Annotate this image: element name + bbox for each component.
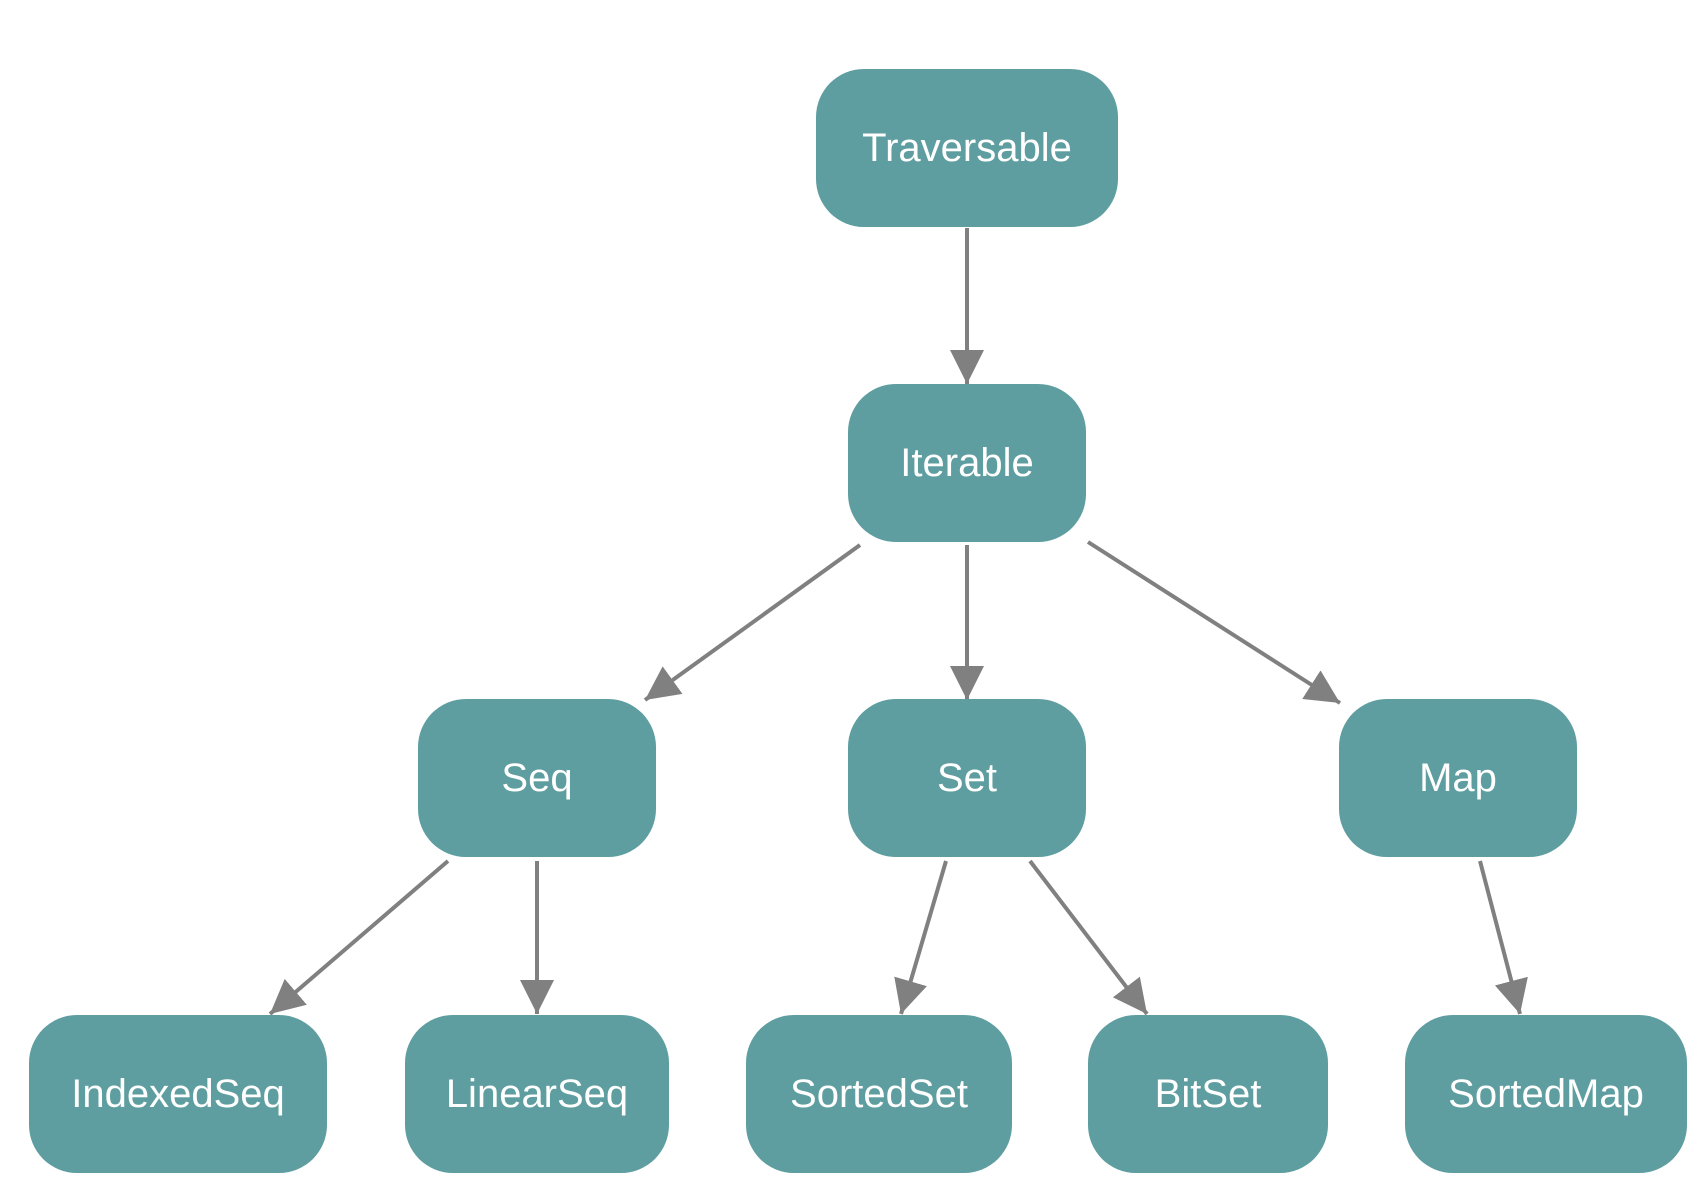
edges-layer (268, 228, 1528, 1016)
node-traversable: Traversable (816, 69, 1118, 227)
node-sortedmap: SortedMap (1405, 1015, 1687, 1173)
node-label: Iterable (900, 441, 1033, 485)
edge-line (894, 860, 948, 1015)
node-box (1339, 699, 1577, 857)
node-box (816, 69, 1118, 227)
node-label: Traversable (862, 126, 1072, 170)
edge-line (643, 543, 862, 702)
edge-line (1086, 540, 1342, 705)
node-label: SortedSet (790, 1072, 968, 1116)
node-linearseq: LinearSeq (405, 1015, 669, 1173)
node-label: Set (937, 756, 997, 800)
edge-map-to-sortedmap (1478, 860, 1528, 1015)
node-box (29, 1015, 327, 1173)
node-sortedset: SortedSet (746, 1015, 1012, 1173)
node-label: LinearSeq (446, 1072, 628, 1116)
node-label: SortedMap (1448, 1072, 1644, 1116)
edge-set-to-bitset (1028, 859, 1149, 1016)
edge-iterable-to-map (1086, 540, 1342, 705)
node-bitset: BitSet (1088, 1015, 1328, 1173)
node-set: Set (848, 699, 1086, 857)
node-box (1088, 1015, 1328, 1173)
node-box (405, 1015, 669, 1173)
edge-seq-to-indexedseq (268, 859, 450, 1016)
edge-iterable-to-seq (643, 543, 862, 702)
node-box (746, 1015, 1012, 1173)
node-box (418, 699, 656, 857)
node-seq: Seq (418, 699, 656, 857)
node-map: Map (1339, 699, 1577, 857)
node-iterable: Iterable (848, 384, 1086, 542)
node-label: IndexedSeq (71, 1072, 285, 1116)
node-box (848, 699, 1086, 857)
node-box (1405, 1015, 1687, 1173)
node-indexedseq: IndexedSeq (29, 1015, 327, 1173)
node-label: Seq (501, 756, 572, 800)
edge-line (268, 859, 450, 1016)
node-label: BitSet (1155, 1072, 1262, 1116)
edge-set-to-sortedset (894, 860, 948, 1015)
node-box (848, 384, 1086, 542)
edge-line (1478, 860, 1528, 1015)
edge-line (1028, 859, 1149, 1016)
node-label: Map (1419, 756, 1497, 800)
